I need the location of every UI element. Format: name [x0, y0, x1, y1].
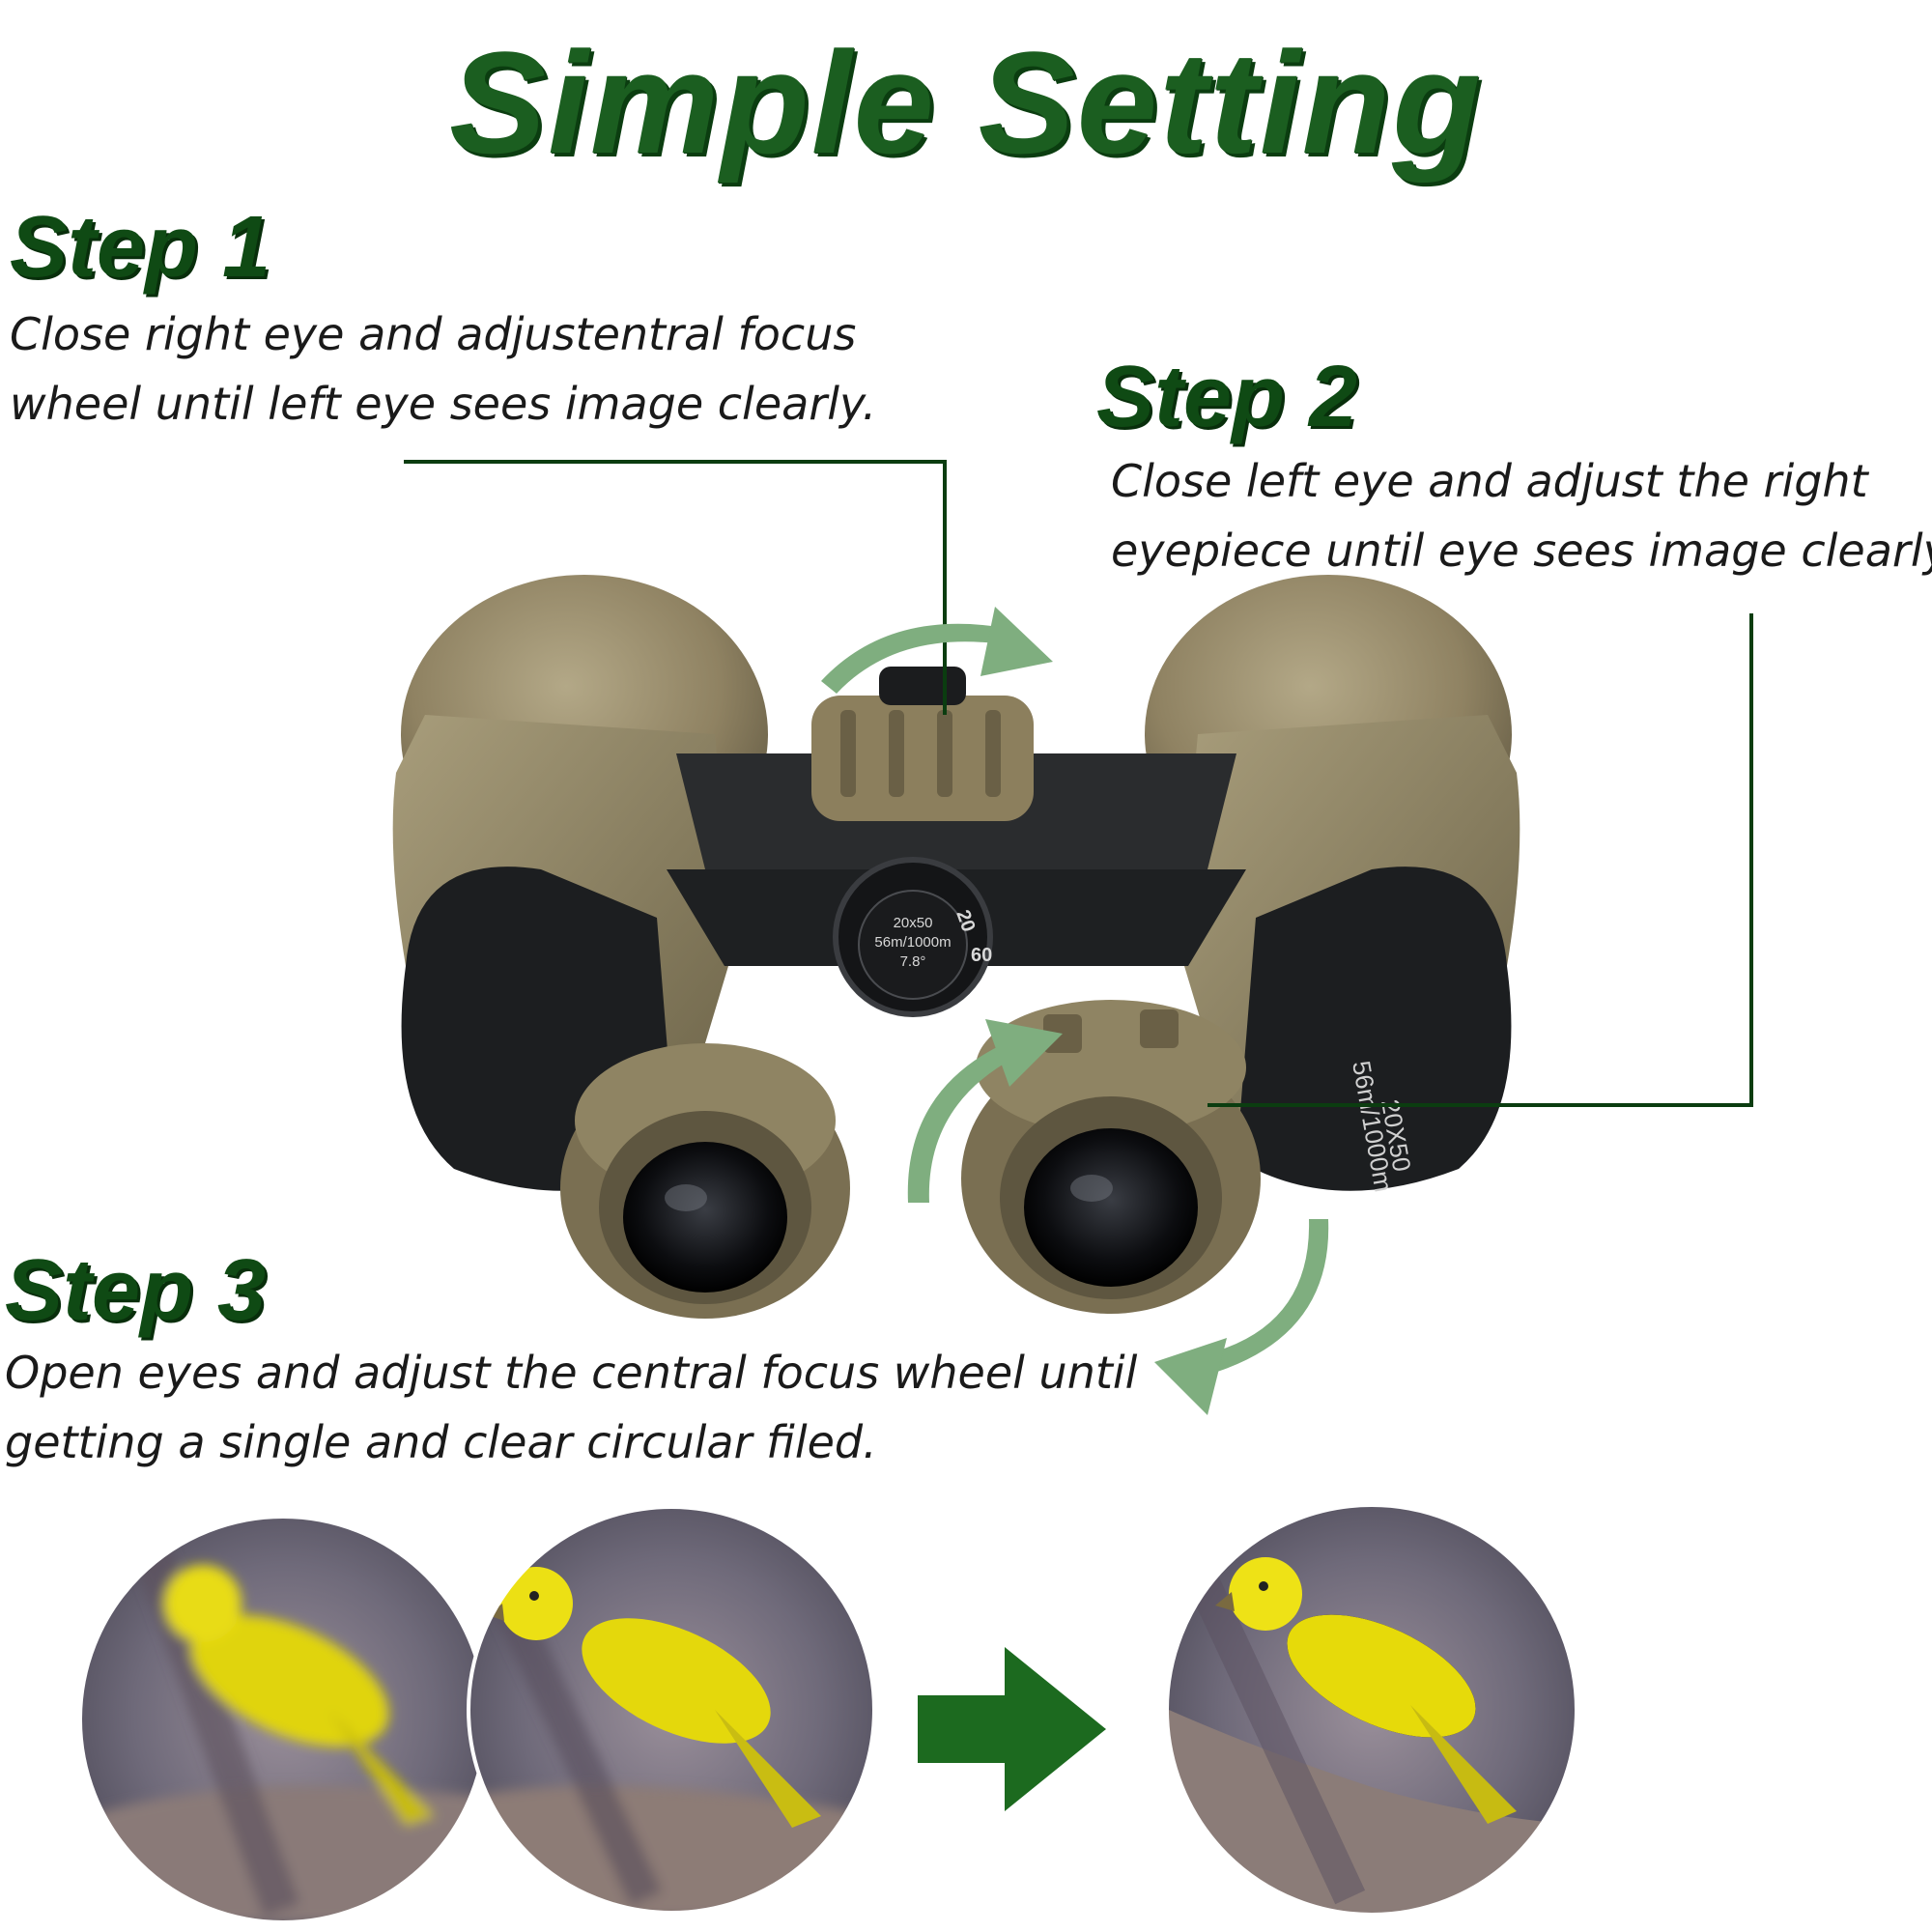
right-eyepiece-lens [1024, 1128, 1198, 1287]
view-clear [1165, 1503, 1578, 1917]
focus-knob [879, 667, 966, 705]
focus-ridge [840, 710, 856, 797]
step3-arrow-head [1154, 1338, 1227, 1415]
eyepiece-arrow-head [985, 1019, 1063, 1087]
center-plate-inner [858, 890, 968, 1000]
step2-line-1: Close left eye and adjust the right [1111, 455, 1868, 507]
left-eyepiece-lens [623, 1142, 787, 1293]
focus-arrow-head [980, 607, 1053, 676]
dial-high-label: 60 [971, 945, 992, 966]
step3-heading: Step 3 [5, 1242, 267, 1339]
focus-ridge [937, 710, 952, 797]
focus-ridge [985, 710, 1001, 797]
step3-text: Open eyes and adjust the central focus w… [5, 1338, 1137, 1477]
right-lens-glint [1070, 1175, 1113, 1202]
step2-line-2: eyepiece until eye sees image clearly. [1111, 525, 1932, 577]
result-arrow [918, 1647, 1106, 1811]
step3-line-1: Open eyes and adjust the central focus w… [5, 1347, 1138, 1399]
plate-line-1: 20x50 [894, 915, 933, 931]
focus-ridge [889, 710, 904, 797]
step2-pointer-line [1208, 613, 1753, 1107]
view-circle-border [467, 1505, 876, 1915]
left-lens-glint [665, 1184, 707, 1211]
step1-heading: Step 1 [10, 199, 271, 296]
step1-text: Close right eye and adjustentral focus w… [10, 299, 876, 439]
binoculars: 20x50 56m/1000m 7.8° 20 60 20X50 56m/100… [392, 575, 1520, 1319]
plate-line-3: 7.8° [900, 953, 926, 970]
view-blurred-left [78, 1515, 488, 1924]
plate-line-2: 56m/1000m [874, 934, 951, 951]
rotation-arrows [821, 607, 1329, 1415]
focus-arrow-curve [821, 623, 1009, 694]
step2-heading: Step 2 [1096, 349, 1358, 445]
view-circle-border [1165, 1503, 1578, 1917]
view-blurred-right [467, 1505, 876, 1915]
step3-arrow-curve [1212, 1219, 1329, 1372]
page-title: Simple Setting [449, 21, 1483, 184]
step1-line-2: wheel until left eye sees image clearly. [10, 378, 877, 430]
right-rubber-housing [1236, 867, 1512, 1191]
focus-wheel [811, 696, 1034, 821]
step2-text: Close left eye and adjust the right eyep… [1111, 446, 1932, 585]
eyepiece-ridge [1140, 1009, 1179, 1048]
step3-line-2: getting a single and clear circular file… [5, 1416, 877, 1468]
step1-line-1: Close right eye and adjustentral focus [10, 308, 857, 360]
